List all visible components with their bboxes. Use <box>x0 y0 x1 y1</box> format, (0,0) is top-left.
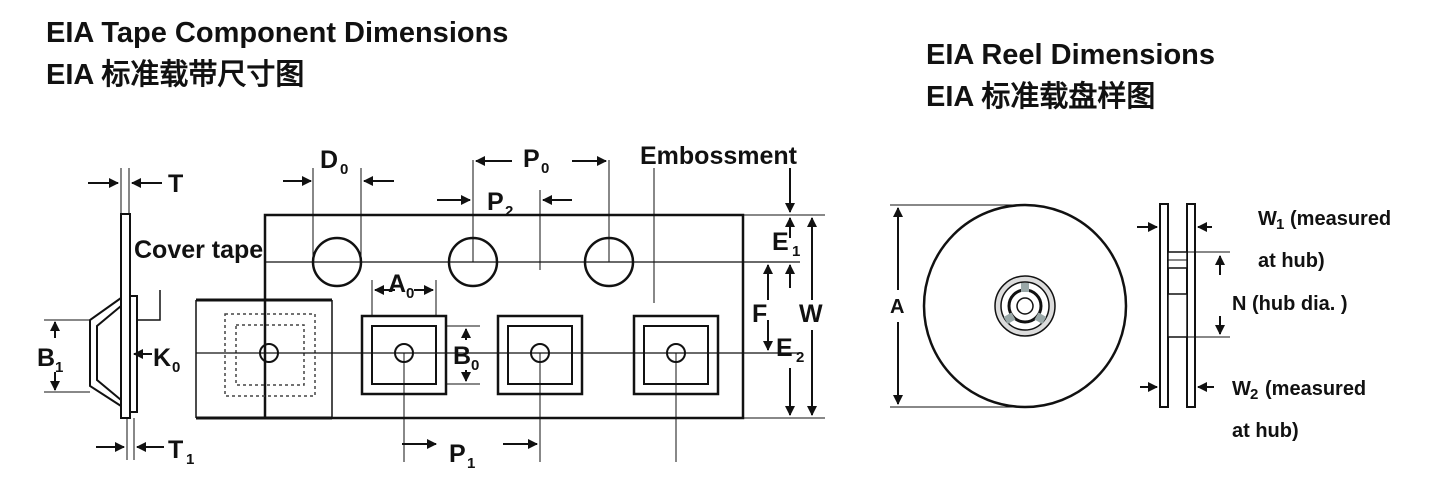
tape-side-view <box>44 168 161 460</box>
label-E2-sub: 2 <box>796 349 804 366</box>
label-P0-sub: 0 <box>541 160 549 177</box>
label-B1-sub: 1 <box>55 359 63 376</box>
hub-spokes <box>1003 283 1047 324</box>
label-E1: E <box>772 228 789 256</box>
tape-title-cn: EIA 标准载带尺寸图 <box>46 59 305 91</box>
label-embossment: Embossment <box>640 142 798 170</box>
label-P0: P <box>523 145 540 173</box>
label-P1: P <box>449 440 466 468</box>
label-at-hub-2: at hub) <box>1232 420 1299 442</box>
label-W: W <box>799 300 823 328</box>
tape-title-en: EIA Tape Component Dimensions <box>46 17 509 49</box>
label-E2: E <box>776 334 793 362</box>
label-W2: W <box>1232 378 1251 400</box>
label-W1-sub: 1 <box>1276 216 1284 233</box>
label-F: F <box>752 300 767 328</box>
label-T1: T <box>168 436 183 464</box>
label-P2: P <box>487 188 504 216</box>
reel-title-cn: EIA 标准载盘样图 <box>926 81 1156 113</box>
label-D0: D <box>320 146 338 174</box>
reel-front-view <box>890 203 1128 409</box>
label-B1: B <box>37 344 55 372</box>
reel-title-en: EIA Reel Dimensions <box>926 39 1216 71</box>
label-T: T <box>168 170 183 198</box>
label-D0-sub: 0 <box>340 161 348 178</box>
reel-side-view <box>1159 203 1230 408</box>
label-K0-sub: 0 <box>172 359 180 376</box>
label-W2-sub: 2 <box>1250 386 1258 403</box>
label-P1-sub: 1 <box>467 455 475 472</box>
tape-top-view <box>195 160 825 462</box>
label-T1-sub: 1 <box>186 451 194 468</box>
label-A: A <box>890 296 904 318</box>
label-W2-text: (measured <box>1265 378 1366 400</box>
label-W1-text: (measured <box>1290 208 1391 230</box>
label-cover-tape: Cover tape <box>134 236 263 264</box>
label-B0-sub: 0 <box>471 357 479 374</box>
label-A0-sub: 0 <box>406 285 414 302</box>
label-at-hub-1: at hub) <box>1258 250 1325 272</box>
label-E1-sub: 1 <box>792 243 800 260</box>
label-N: N (hub dia. ) <box>1232 293 1348 315</box>
label-K0: K <box>153 344 171 372</box>
label-B0: B <box>453 342 471 370</box>
label-P2-sub: 2 <box>505 203 513 220</box>
label-W1: W <box>1258 208 1277 230</box>
label-A0: A <box>388 270 406 298</box>
